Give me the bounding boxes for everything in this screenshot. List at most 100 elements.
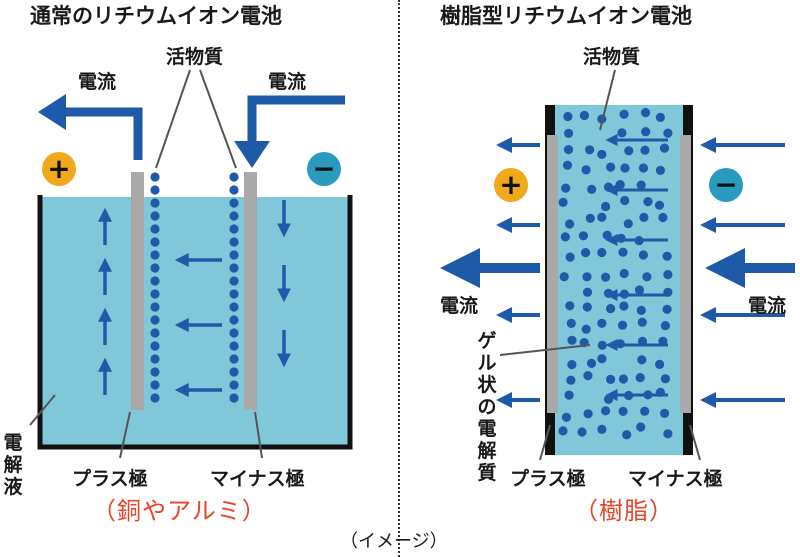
right-title: 樹脂型リチウムイオン電池 [440, 4, 692, 28]
left-ion-arrows [98, 200, 291, 397]
active-material-dot [581, 324, 591, 334]
active-material-dot [150, 354, 160, 364]
active-material-dot [578, 231, 589, 241]
active-material-dot [150, 328, 160, 338]
right-minus-badge: − [709, 168, 743, 202]
active-material-dot [565, 252, 575, 262]
active-material-dot [150, 250, 160, 260]
active-material-dot [561, 183, 571, 193]
left-container [37, 195, 353, 450]
left-current-label-out: 電流 [78, 71, 117, 93]
active-material-dot [642, 272, 652, 282]
active-material-dot [601, 201, 611, 212]
active-material-dot [636, 305, 646, 315]
electrolyte-label: 電解液 [3, 432, 23, 498]
active-material-dot [229, 302, 239, 312]
right-current-label-in: 電流 [748, 295, 787, 317]
active-material-dot [640, 406, 650, 416]
right-active-material-label: 活物質 [583, 46, 641, 68]
active-material-dot [150, 224, 160, 234]
active-material-dot [662, 304, 672, 314]
active-material-dot [229, 172, 239, 182]
active-material-dot [597, 212, 607, 222]
active-material-dot [618, 374, 629, 384]
left-current-arrow-in [247, 95, 345, 145]
active-material-dot [583, 371, 593, 381]
active-material-dot [567, 335, 577, 345]
active-material-dot [585, 213, 595, 223]
active-material-dot [617, 128, 627, 138]
active-material-dot [636, 180, 646, 190]
active-material-dot [229, 263, 239, 273]
active-material-dot [597, 149, 607, 159]
active-material-dot [150, 380, 160, 390]
active-material-dot [150, 302, 160, 312]
active-material-dot [150, 393, 160, 403]
right-positive-electrode [547, 135, 558, 413]
right-current-label-out: 電流 [440, 295, 479, 317]
active-material-dot [560, 232, 570, 242]
active-material-dot [150, 341, 160, 351]
active-material-dot [660, 321, 671, 331]
active-material-dot [623, 219, 633, 229]
active-material-dot [229, 354, 239, 364]
active-material-dot [229, 250, 239, 260]
active-material-dot [587, 184, 597, 194]
active-material-dot [229, 367, 239, 377]
gel-electrolyte [555, 105, 683, 455]
active-material-dot [655, 112, 666, 122]
panel-divider [398, 0, 400, 557]
active-material-dot [655, 359, 665, 369]
left-negative-electrode [244, 172, 257, 410]
active-material-dot [150, 289, 160, 299]
active-material-dot [637, 355, 647, 365]
active-material-dot [619, 301, 629, 311]
active-material-dot [615, 180, 625, 190]
active-material-dot [618, 247, 628, 257]
active-material-dot [618, 406, 628, 416]
active-material-dot [597, 318, 607, 328]
active-material-dot [636, 422, 646, 432]
active-material-dot [565, 301, 575, 311]
right-collector-note: （樹脂） [574, 497, 674, 525]
active-material-dot [229, 237, 239, 247]
active-material-dot [663, 429, 673, 439]
active-material-dot [150, 198, 160, 208]
active-material-dot [564, 390, 574, 400]
active-material-dot [229, 198, 239, 208]
active-material-dot [601, 406, 611, 416]
left-positive-electrode [131, 172, 144, 410]
active-material-dot [641, 127, 651, 137]
right-negative-electrode-label: マイナス極 [628, 468, 723, 490]
active-material-dot [634, 285, 645, 295]
active-material-dot [597, 340, 607, 350]
active-material-dot [663, 270, 673, 280]
active-material-dot [229, 211, 239, 221]
active-material-dot [150, 172, 160, 182]
active-material-dot [150, 315, 160, 325]
active-material-dot [638, 163, 649, 173]
active-material-dot [659, 143, 670, 153]
left-minus-badge: − [307, 152, 341, 186]
active-material-dot [559, 272, 569, 282]
active-material-dot [643, 197, 653, 207]
left-title: 通常のリチウムイオン電池 [30, 4, 282, 28]
left-positive-electrode-label: プラス極 [72, 468, 148, 490]
active-material-dot [658, 212, 668, 223]
active-material-dot [150, 263, 160, 273]
active-material-dot [597, 247, 607, 258]
active-material-dot [619, 109, 629, 119]
active-material-dot [581, 165, 591, 175]
active-material-dot [229, 315, 239, 325]
active-material-dot [150, 237, 160, 247]
active-material-dot [150, 276, 160, 286]
left-current-arrow-out [62, 107, 143, 160]
active-material-dot [582, 272, 592, 282]
active-material-dot [640, 145, 650, 155]
active-material-dot [229, 393, 239, 403]
active-material-dot [597, 354, 607, 364]
active-material-dot [229, 224, 239, 234]
active-material-dot [606, 162, 616, 172]
active-material-dot [563, 111, 573, 122]
active-material-dot [563, 145, 574, 155]
